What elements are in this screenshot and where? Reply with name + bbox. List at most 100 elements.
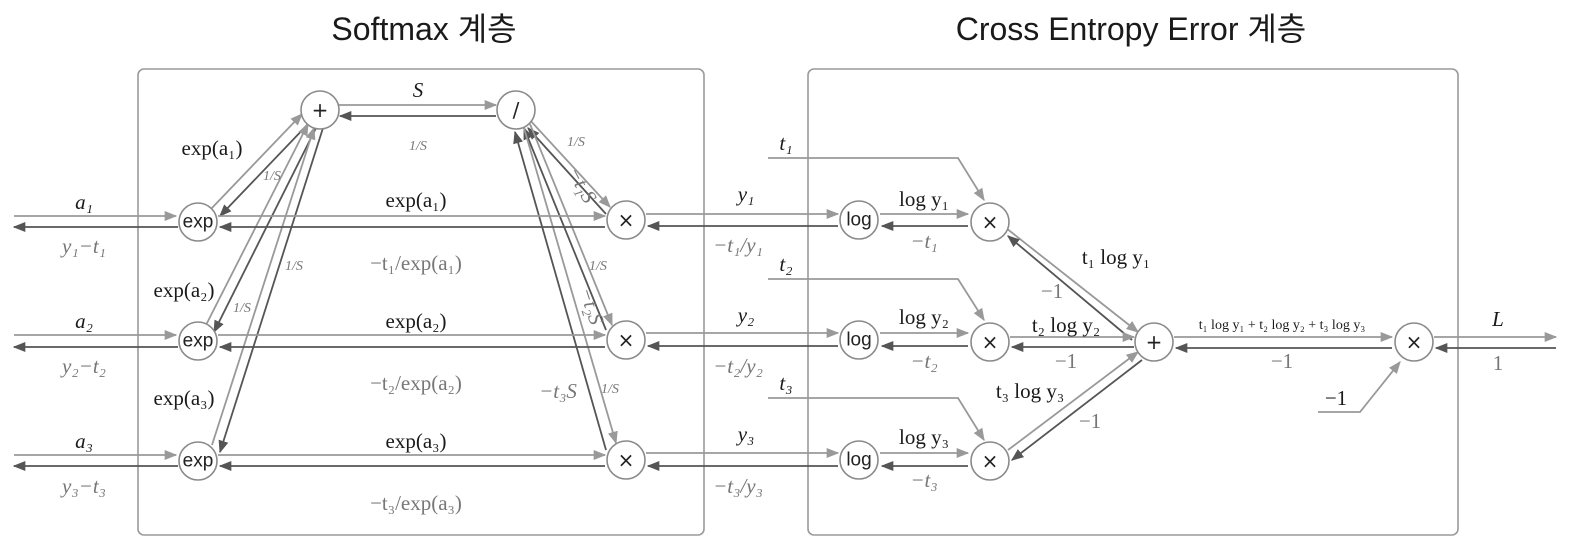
ce-times-node-2: × xyxy=(970,322,1010,362)
label-neg-t3-y3: −t₃/y₃ xyxy=(713,474,763,498)
times-node-1: × xyxy=(606,200,646,240)
label-neg-t1-y1: −t₁/y₁ xyxy=(713,233,763,257)
edge-exp1-plus-bwd xyxy=(219,121,311,217)
label-neg1-b: −1 xyxy=(1055,349,1077,373)
svg-text:/: / xyxy=(513,98,520,122)
label-t2-log-y2: t₂ log y₂ xyxy=(1032,313,1100,337)
svg-text:×: × xyxy=(618,208,635,232)
edge-exp2-plus-bwd xyxy=(213,127,317,334)
label-t2: t₂ xyxy=(779,252,792,276)
label-inv-S-plus: 1/S xyxy=(409,139,427,154)
edge-exp1-plus-fwd xyxy=(209,113,303,211)
label-exp-a2-diag: exp(a₂) xyxy=(154,278,215,302)
label-exp-a3-diag: exp(a₃) xyxy=(154,386,215,410)
edge-x3-plus-bwd xyxy=(1011,359,1143,461)
times-node-2: × xyxy=(606,320,646,360)
label-log-y3: log y₃ xyxy=(899,425,949,449)
svg-text:×: × xyxy=(982,210,999,234)
label-exp-a1-diag: exp(a₁) xyxy=(182,136,243,160)
edge-exp2-plus-fwd xyxy=(204,122,309,328)
exp-node-1: exp xyxy=(178,202,218,242)
svg-text:exp: exp xyxy=(183,212,214,233)
label-neg1-sum: −1 xyxy=(1271,349,1293,373)
ce-times-node-3: × xyxy=(970,441,1010,481)
label-neg-t2: −t₂ xyxy=(910,349,937,373)
edge-div-x1-bwd xyxy=(527,127,607,215)
label-log-y2: log y₂ xyxy=(899,305,949,329)
edge-div-x2-fwd xyxy=(529,123,613,327)
label-a3: a₃ xyxy=(75,429,93,453)
label-log-y1: log y₁ xyxy=(899,187,949,211)
svg-text:+: + xyxy=(312,98,329,122)
softmax-title: Softmax 계층 xyxy=(331,11,516,47)
label-one: 1 xyxy=(1493,351,1504,375)
label-neg1-input: −1 xyxy=(1325,386,1347,410)
label-neg1-a: −1 xyxy=(1041,279,1063,303)
svg-text:+: + xyxy=(1146,330,1163,354)
plus-node: + xyxy=(300,90,340,130)
svg-text:×: × xyxy=(618,328,635,352)
svg-text:exp: exp xyxy=(183,451,214,472)
edge-x1-plus-fwd xyxy=(1005,227,1139,333)
svg-text:log: log xyxy=(846,330,871,351)
label-y1-t1: y₁−t₁ xyxy=(60,234,106,258)
times-node-3: × xyxy=(606,440,646,480)
svg-text:×: × xyxy=(982,449,999,473)
label-inv-S-div2: 1/S xyxy=(589,259,607,274)
edge-t1 xyxy=(768,157,985,202)
edge-div-x2-bwd xyxy=(523,126,607,331)
edge-x1-plus-bwd xyxy=(1007,235,1133,341)
log-node-3: log xyxy=(839,440,879,480)
edge-div-x3-bwd xyxy=(513,130,607,451)
svg-text:exp: exp xyxy=(183,331,214,352)
edge-exp3-plus-bwd xyxy=(218,127,324,454)
final-times-node: × xyxy=(1394,322,1434,362)
softmax-frame xyxy=(137,68,705,536)
label-t1: t₁ xyxy=(779,131,792,155)
label-inv-S-2: 1/S xyxy=(285,259,303,274)
exp-node-3: exp xyxy=(178,441,218,481)
label-t3-log-y3: t₃ log y₃ xyxy=(996,379,1064,403)
exp-node-2: exp xyxy=(178,321,218,361)
label-S: S xyxy=(413,78,424,102)
label-neg-t1: −t₁ xyxy=(910,229,937,253)
cross-entropy-title: Cross Entropy Error 계층 xyxy=(956,11,1307,47)
divide-node: / xyxy=(496,90,536,130)
label-exp-a1-top: exp(a₁) xyxy=(386,188,447,212)
label-y1: y₁ xyxy=(736,182,755,206)
label-neg-t1-exp-a1: −t₁/exp(a₁) xyxy=(370,251,462,275)
log-node-2: log xyxy=(839,320,879,360)
label-t1-log-y1: t₁ log y₁ xyxy=(1082,245,1150,269)
svg-text:×: × xyxy=(982,330,999,354)
label-exp-a3-top: exp(a₃) xyxy=(386,429,447,453)
label-y2: y₂ xyxy=(736,303,755,327)
label-a2: a₂ xyxy=(75,309,93,333)
edge-x3-plus-fwd xyxy=(1007,351,1140,451)
ce-times-node-1: × xyxy=(970,202,1010,242)
edge-neg1-input xyxy=(1318,361,1401,413)
label-inv-S-div1: 1/S xyxy=(567,135,585,150)
label-neg-t2-exp-a2: −t₂/exp(a₂) xyxy=(370,371,462,395)
edge-t3 xyxy=(768,397,985,442)
label-inv-S-1: 1/S xyxy=(263,169,281,184)
label-neg-t2-y2: −t₂/y₂ xyxy=(713,354,763,378)
label-neg-t3: −t₃ xyxy=(910,468,937,492)
label-neg-t1-S: −t₁S xyxy=(563,162,602,207)
label-a1: a₁ xyxy=(75,190,93,214)
label-t3: t₃ xyxy=(779,371,792,395)
label-neg1-c: −1 xyxy=(1079,409,1101,433)
svg-text:×: × xyxy=(1406,330,1423,354)
label-y3-t3: y₃−t₃ xyxy=(60,474,106,498)
label-exp-a2-top: exp(a₂) xyxy=(386,309,447,333)
ce-plus-node: + xyxy=(1134,322,1174,362)
log-node-1: log xyxy=(839,200,879,240)
edge-div-x3-fwd xyxy=(523,127,618,445)
label-neg-t3-S: −t₃S xyxy=(539,379,577,403)
svg-text:×: × xyxy=(618,448,635,472)
label-sum-term: t₁ log y₁ + t₂ log y₂ + t₃ log y₃ xyxy=(1199,318,1366,333)
label-inv-S-div3: 1/S xyxy=(601,382,619,397)
edge-exp3-plus-fwd xyxy=(211,126,316,446)
cross-entropy-frame xyxy=(807,68,1459,536)
label-y2-t2: y₂−t₂ xyxy=(60,354,106,378)
